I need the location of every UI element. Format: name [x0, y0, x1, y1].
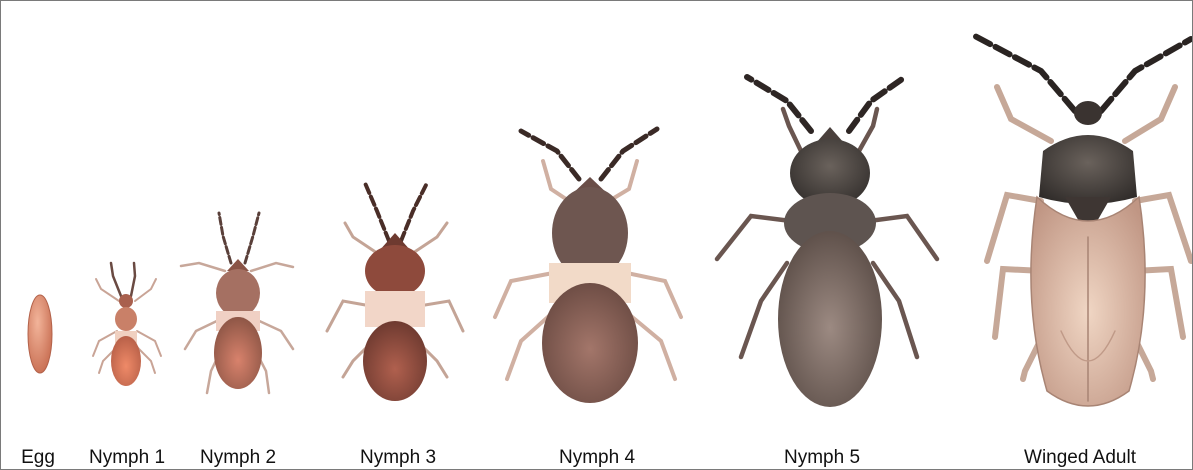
stage-label-nymph-4: Nymph 4 [559, 447, 635, 469]
nymph-3-illustration [327, 183, 463, 401]
stage-label-nymph-3: Nymph 3 [360, 447, 436, 469]
stage-label-nymph-2: Nymph 2 [200, 447, 276, 469]
nymph-4-illustration [495, 129, 681, 403]
nymph-5-illustration [717, 77, 937, 407]
lifecycle-illustration [1, 1, 1192, 441]
stage-label-nymph-5: Nymph 5 [784, 447, 860, 469]
stage-label-egg: Egg [21, 447, 55, 469]
winged-adult-illustration [973, 35, 1191, 406]
stage-label-nymph-1: Nymph 1 [89, 447, 165, 469]
egg-illustration [28, 295, 52, 373]
nymph-1-illustration [93, 263, 161, 386]
stage-label-winged-adult: Winged Adult [1024, 447, 1136, 469]
nymph-2-illustration [181, 213, 293, 393]
